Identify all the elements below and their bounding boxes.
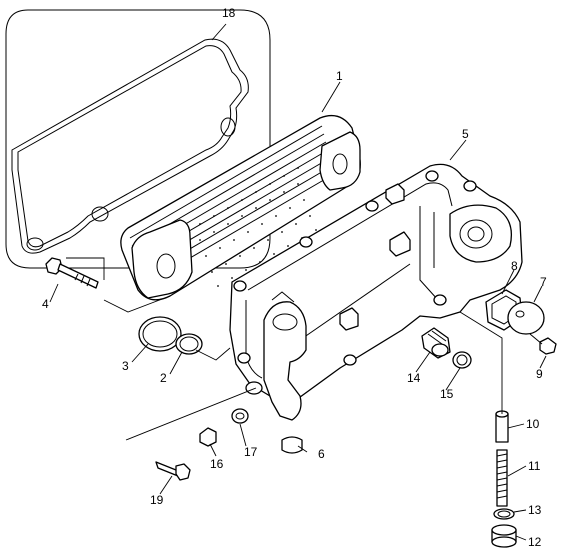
callout-6: 6	[318, 447, 325, 461]
callout-14: 14	[407, 371, 421, 385]
callout-labels: 18 1 5 4 3 2 6 7 8 9 10 11 13 12 14 15 1…	[42, 6, 547, 549]
plug-12	[491, 524, 517, 548]
callout-19: 19	[150, 493, 164, 507]
spring-11	[496, 449, 508, 507]
callout-12: 12	[528, 535, 542, 549]
bolt-9	[529, 333, 557, 355]
callout-10: 10	[526, 417, 540, 431]
o-ring-3	[138, 316, 182, 352]
bolt-19	[155, 461, 191, 481]
callout-17: 17	[244, 445, 258, 459]
callout-11: 11	[528, 459, 541, 473]
cooler-fin-dots	[199, 167, 317, 287]
callout-leaders	[49, 23, 547, 541]
plug-15	[452, 351, 472, 369]
washer-13	[493, 508, 515, 520]
callout-9: 9	[536, 367, 543, 381]
callout-15: 15	[440, 387, 454, 401]
gasket-18	[11, 38, 249, 254]
callout-16: 16	[210, 457, 224, 471]
washer-17	[231, 408, 249, 424]
assembly-guide-lines	[66, 257, 503, 441]
callout-7: 7	[540, 275, 547, 289]
callout-4: 4	[42, 297, 49, 311]
callout-2: 2	[160, 371, 167, 385]
bolt-4	[45, 257, 99, 289]
callout-8: 8	[511, 259, 518, 273]
callout-1: 1	[336, 69, 343, 83]
filter-head-tube	[245, 291, 307, 421]
o-ring-2	[175, 333, 203, 355]
sleeve-10	[495, 410, 509, 443]
callout-18: 18	[222, 6, 236, 20]
gasket-inset-frame	[5, 9, 271, 269]
oil-cooler-core-1	[120, 114, 361, 301]
callout-5: 5	[462, 127, 469, 141]
callout-3: 3	[122, 359, 129, 373]
callout-13: 13	[528, 503, 542, 517]
plug-16	[199, 427, 217, 447]
fitting-14	[421, 327, 451, 359]
plug-6	[281, 436, 303, 454]
cover-plate-7	[507, 301, 545, 335]
